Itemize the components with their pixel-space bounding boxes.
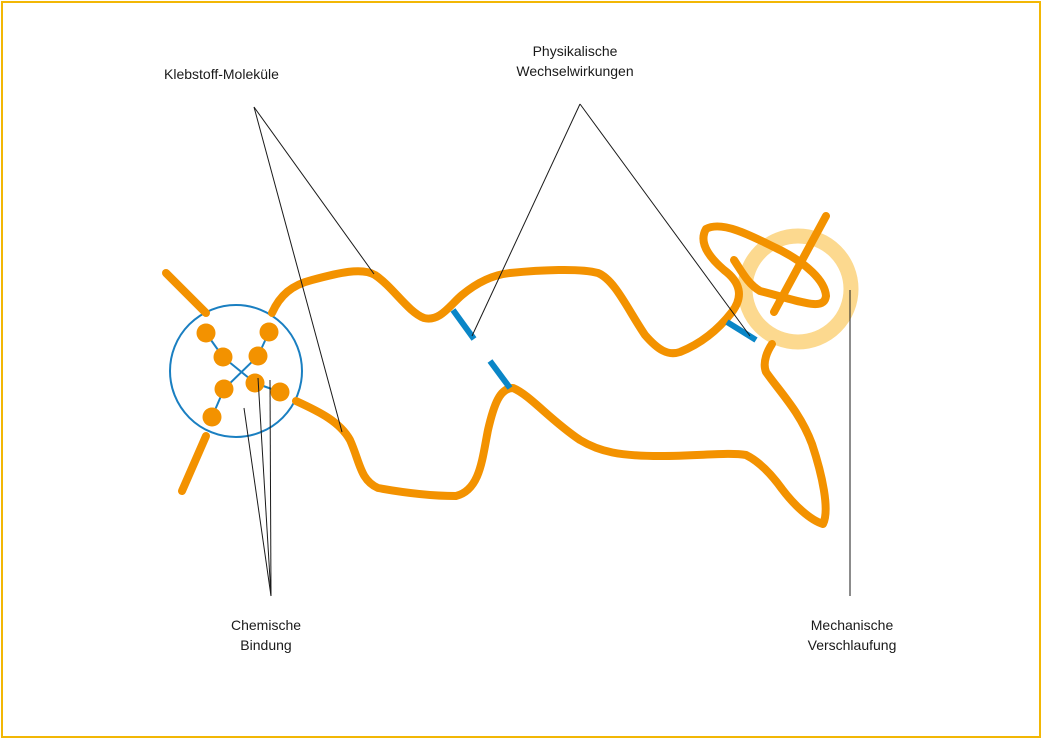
atom-3 [213, 347, 233, 367]
atom-7 [270, 382, 290, 402]
adhesive-molecule-chains [162, 212, 830, 528]
physical-interaction-segments [450, 308, 758, 390]
label-mechanical-interlocking: Mechanische Verschlaufung [796, 615, 908, 655]
leader-lines [243, 103, 851, 597]
label-physical-interactions-line2: Wechselwirkungen [516, 63, 634, 79]
interaction-segment-1 [450, 308, 477, 341]
molecule-chain-stub-bottom-left [178, 432, 210, 495]
label-chemical-bond: Chemische Bindung [220, 615, 312, 655]
interaction-segment-2 [487, 359, 513, 390]
molecule-chain-upper [268, 222, 830, 358]
atom-8 [202, 407, 222, 427]
molecule-chain-lower [292, 340, 830, 528]
label-adhesive-molecules-text: Klebstoff-Moleküle [164, 66, 279, 82]
interlock-highlight-ring [737, 228, 859, 350]
label-physical-interactions-line1: Physikalische [532, 43, 618, 59]
atom-6 [245, 373, 265, 393]
molecule-chain-stub-top-left [162, 269, 210, 317]
label-mechanical-interlocking-line1: Mechanische [810, 617, 894, 633]
label-mechanical-interlocking-line2: Verschlaufung [807, 637, 897, 653]
atom-4 [248, 346, 268, 366]
atom-2 [259, 322, 279, 342]
bond-atoms [196, 322, 290, 427]
label-chemical-bond-line2: Bindung [240, 637, 292, 653]
interaction-segment-3 [725, 319, 758, 343]
label-physical-interactions: Physikalische Wechselwirkungen [510, 41, 640, 81]
chemical-bond-circle [169, 304, 303, 438]
molecule-chain-interlock-strand [770, 212, 830, 316]
bond-connectors [205, 331, 281, 418]
atom-1 [196, 323, 216, 343]
label-adhesive-molecules: Klebstoff-Moleküle [164, 64, 279, 84]
label-chemical-bond-line1: Chemische [230, 617, 302, 633]
atom-5 [214, 379, 234, 399]
